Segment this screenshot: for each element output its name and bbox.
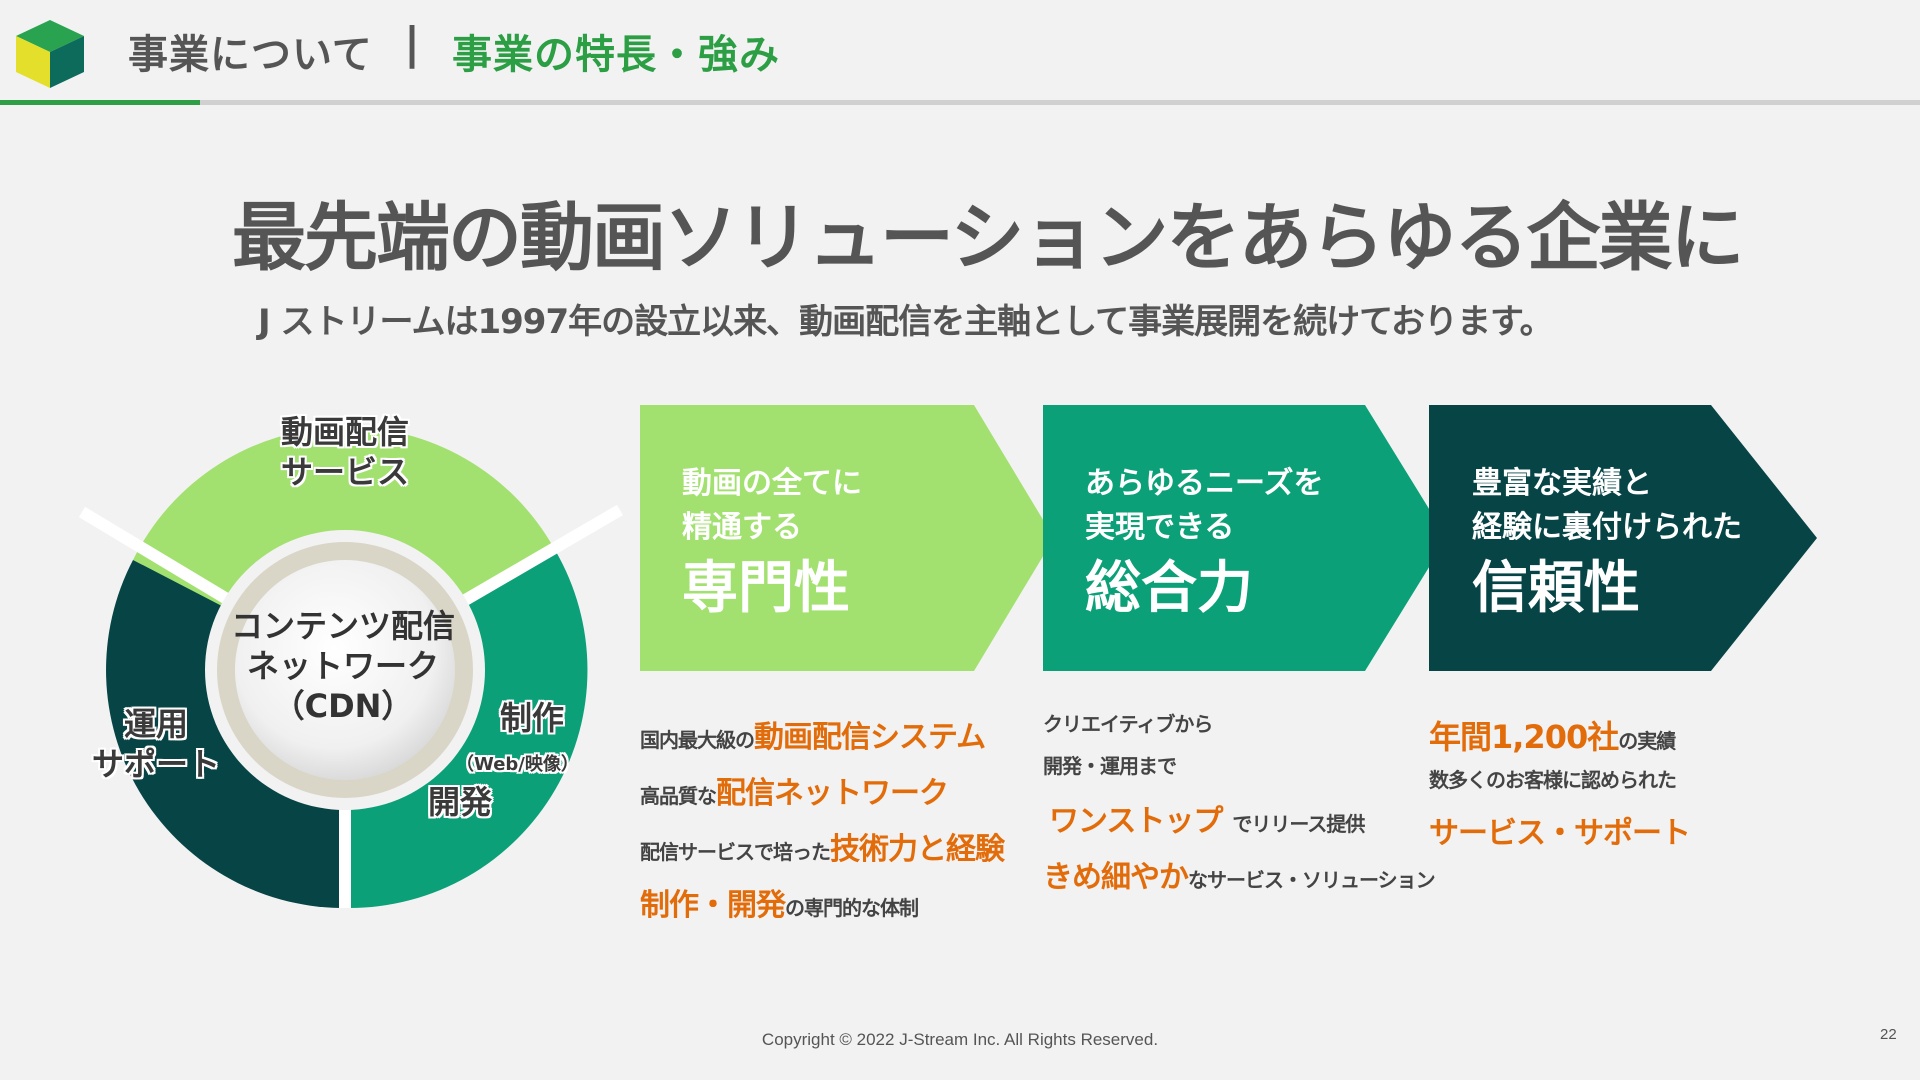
header-separator: | xyxy=(404,18,421,69)
feature-line: きめ細やかなサービス・ソリューション xyxy=(1043,860,1436,895)
production-sub-label: （Web/映像） xyxy=(456,754,579,775)
strength-text-expertise: 動画の全てに 精通する 専門性 xyxy=(682,466,862,621)
page-number: 22 xyxy=(1880,1026,1897,1043)
feature-line: サービス・サポート xyxy=(1429,816,1691,851)
page-subtitle: J ストリームは1997年の設立以来、動画配信を主軸として事業展開を続けておりま… xyxy=(258,302,1554,342)
feature-line: 開発・運用まで xyxy=(1043,754,1177,778)
header-topic-title: 事業の特長・強み xyxy=(452,32,780,78)
feature-line: クリエイティブから xyxy=(1043,712,1213,736)
company-logo-icon xyxy=(16,20,84,88)
strength-chevron-expertise xyxy=(640,405,1054,671)
feature-line: ワンストップでリリース提供 xyxy=(1049,804,1365,839)
business-cycle-diagram xyxy=(78,426,624,909)
copyright-footer: Copyright © 2022 J-Stream Inc. All Right… xyxy=(761,1030,1159,1049)
operations-support-label: 運用サポート xyxy=(91,705,220,783)
feature-line: 制作・開発の専門的な体制 xyxy=(640,888,919,923)
center-circle xyxy=(235,560,455,780)
page-title: 最先端の動画ソリューションをあらゆる企業に xyxy=(232,195,1745,281)
production-label: 制作 xyxy=(500,699,565,737)
strength-text-reliability: 豊富な実績と 経験に裏付けられた 信頼性 xyxy=(1472,466,1742,621)
strength-chevron-comprehensive xyxy=(1043,405,1447,671)
feature-line: 配信サービスで培った技術力と経験 xyxy=(640,832,1005,867)
feature-line: 高品質な配信ネットワーク xyxy=(640,776,949,811)
feature-line: 数多くのお客様に認められた xyxy=(1429,768,1677,792)
header-divider xyxy=(0,100,1920,105)
development-label: 開発 xyxy=(428,783,493,821)
header-section-title: 事業について xyxy=(128,32,373,78)
cdn-center-label: コンテンツ配信 ネットワーク （CDN） xyxy=(230,607,455,725)
strength-text-comprehensive: あらゆるニーズを 実現できる 総合力 xyxy=(1085,466,1324,621)
strength-chevron-reliability xyxy=(1429,405,1817,671)
header-divider-accent xyxy=(0,100,200,105)
feature-line: 国内最大級の動画配信システム xyxy=(640,720,986,755)
feature-line: 年間1,200社の実績 xyxy=(1429,718,1676,756)
delivery-service-label: 動画配信サービス xyxy=(280,413,409,491)
